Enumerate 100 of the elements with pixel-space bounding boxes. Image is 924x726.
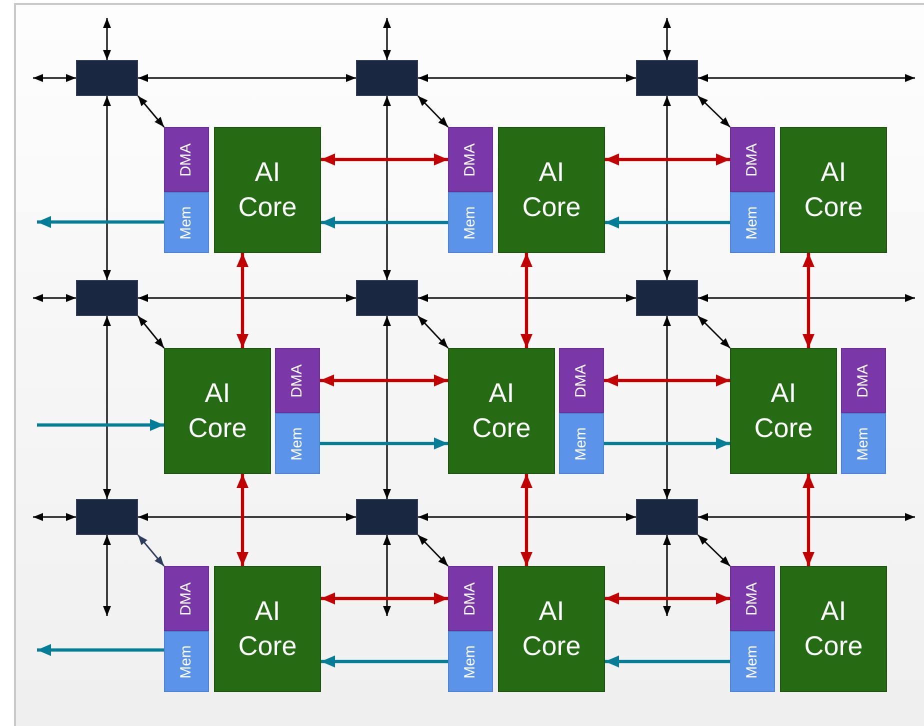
core-block bbox=[498, 566, 605, 692]
core-block bbox=[730, 348, 837, 474]
double-arrow bbox=[137, 534, 165, 566]
block-label: Mem bbox=[178, 206, 196, 240]
dma-block bbox=[275, 348, 320, 413]
router-block bbox=[356, 499, 418, 535]
block-label: AI Core bbox=[187, 377, 248, 445]
memory-block bbox=[164, 192, 209, 253]
block-label: AI Core bbox=[471, 377, 532, 445]
core-block bbox=[214, 127, 321, 253]
block-label: Mem bbox=[744, 644, 762, 678]
block-label: DMA bbox=[462, 142, 480, 176]
dma-block bbox=[448, 127, 493, 192]
block-label: DMA bbox=[744, 582, 762, 616]
double-arrow bbox=[697, 95, 731, 128]
double-arrow bbox=[698, 74, 915, 82]
double-arrow bbox=[697, 315, 731, 349]
double-arrow bbox=[697, 534, 731, 567]
double-arrow bbox=[417, 534, 449, 567]
memory-block bbox=[164, 631, 209, 692]
router-block bbox=[76, 60, 138, 96]
arrow bbox=[604, 438, 730, 450]
block-label: Mem bbox=[572, 426, 590, 460]
arrow bbox=[321, 216, 448, 228]
double-arrow bbox=[320, 374, 448, 386]
double-arrow bbox=[138, 513, 356, 521]
double-arrow bbox=[418, 74, 636, 82]
block-label: Mem bbox=[854, 426, 872, 460]
double-arrow bbox=[383, 96, 391, 280]
arrow bbox=[37, 644, 164, 656]
arrow bbox=[605, 656, 730, 668]
block-label: Mem bbox=[462, 644, 480, 678]
arrow bbox=[37, 419, 164, 431]
dma-block bbox=[164, 566, 209, 631]
block-label: AI Core bbox=[521, 595, 582, 663]
dma-block bbox=[730, 127, 775, 192]
arrow bbox=[320, 438, 448, 450]
double-arrow bbox=[383, 535, 391, 616]
double-arrow bbox=[663, 316, 671, 499]
arrow bbox=[605, 216, 730, 228]
double-arrow bbox=[383, 18, 391, 60]
double-arrow bbox=[103, 96, 111, 280]
block-label: Mem bbox=[288, 426, 306, 460]
block-label: DMA bbox=[288, 364, 306, 398]
double-arrow bbox=[33, 74, 76, 82]
memory-block bbox=[559, 413, 604, 474]
router-block bbox=[356, 280, 418, 316]
double-arrow bbox=[663, 96, 671, 280]
dma-block bbox=[841, 348, 886, 413]
core-block bbox=[498, 127, 605, 253]
double-arrow bbox=[103, 535, 111, 616]
double-arrow bbox=[605, 592, 730, 604]
double-arrow bbox=[138, 294, 356, 302]
double-arrow bbox=[33, 513, 76, 521]
dma-block bbox=[448, 566, 493, 631]
core-block bbox=[780, 566, 887, 692]
arrow bbox=[37, 216, 164, 228]
arrow bbox=[321, 656, 448, 668]
block-label: DMA bbox=[744, 142, 762, 176]
memory-block bbox=[448, 192, 493, 253]
double-arrow bbox=[321, 592, 448, 604]
core-block bbox=[164, 348, 271, 474]
block-label: AI Core bbox=[803, 156, 864, 224]
block-label: AI Core bbox=[237, 595, 298, 663]
block-label: Mem bbox=[178, 644, 196, 678]
double-arrow bbox=[236, 474, 248, 566]
dma-block bbox=[559, 348, 604, 413]
double-arrow bbox=[605, 154, 730, 166]
router-block bbox=[76, 280, 138, 316]
block-label: DMA bbox=[572, 364, 590, 398]
router-block bbox=[636, 280, 698, 316]
memory-block bbox=[730, 192, 775, 253]
dma-block bbox=[164, 127, 209, 192]
block-label: AI Core bbox=[753, 377, 814, 445]
double-arrow bbox=[33, 294, 76, 302]
double-arrow bbox=[417, 315, 449, 349]
block-label: Mem bbox=[462, 206, 480, 240]
double-arrow bbox=[417, 95, 449, 128]
block-label: Mem bbox=[744, 206, 762, 240]
core-block bbox=[448, 348, 555, 474]
double-arrow bbox=[698, 294, 915, 302]
double-arrow bbox=[138, 74, 356, 82]
memory-block bbox=[841, 413, 886, 474]
memory-block bbox=[448, 631, 493, 692]
double-arrow bbox=[321, 154, 448, 166]
double-arrow bbox=[663, 18, 671, 60]
double-arrow bbox=[802, 253, 814, 348]
router-block bbox=[356, 60, 418, 96]
double-arrow bbox=[103, 316, 111, 499]
double-arrow bbox=[137, 316, 165, 348]
double-arrow bbox=[103, 18, 111, 60]
block-label: DMA bbox=[178, 582, 196, 616]
block-label: DMA bbox=[178, 142, 196, 176]
block-label: DMA bbox=[462, 582, 480, 616]
double-arrow bbox=[802, 474, 814, 566]
double-arrow bbox=[604, 374, 730, 386]
block-label: DMA bbox=[854, 364, 872, 398]
core-block bbox=[214, 566, 321, 692]
double-arrow bbox=[418, 513, 636, 521]
double-arrow bbox=[663, 535, 671, 616]
